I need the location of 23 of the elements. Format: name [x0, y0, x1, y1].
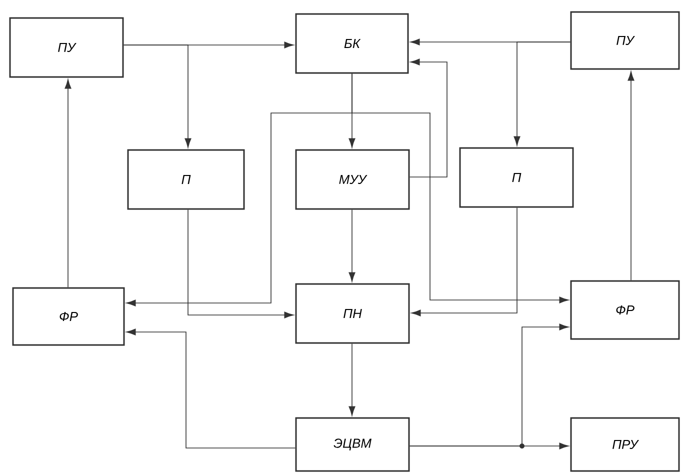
block-box: ПН	[295, 283, 410, 344]
arrow	[409, 58, 448, 178]
block-box: П	[459, 147, 574, 208]
arrow	[409, 324, 569, 446]
arrow	[123, 44, 192, 148]
arrow	[348, 343, 356, 416]
arrow	[628, 71, 634, 281]
arrow	[64, 79, 72, 288]
arrow	[352, 73, 569, 304]
block-box: ПРУ	[570, 417, 680, 472]
arrow	[126, 328, 296, 448]
block-box: ЭЦВМ	[295, 417, 410, 472]
block-box: ФР	[570, 280, 680, 340]
block-box: П	[127, 149, 245, 210]
block-box: ПУ	[9, 17, 124, 78]
arrow	[188, 209, 294, 318]
block-box: МУУ	[295, 149, 410, 210]
block-box: БК	[295, 13, 409, 74]
block-box: ФР	[12, 287, 125, 346]
arrow	[411, 207, 518, 316]
arrow	[348, 209, 356, 282]
block-box: ПУ	[570, 11, 680, 70]
arrow	[514, 42, 571, 146]
